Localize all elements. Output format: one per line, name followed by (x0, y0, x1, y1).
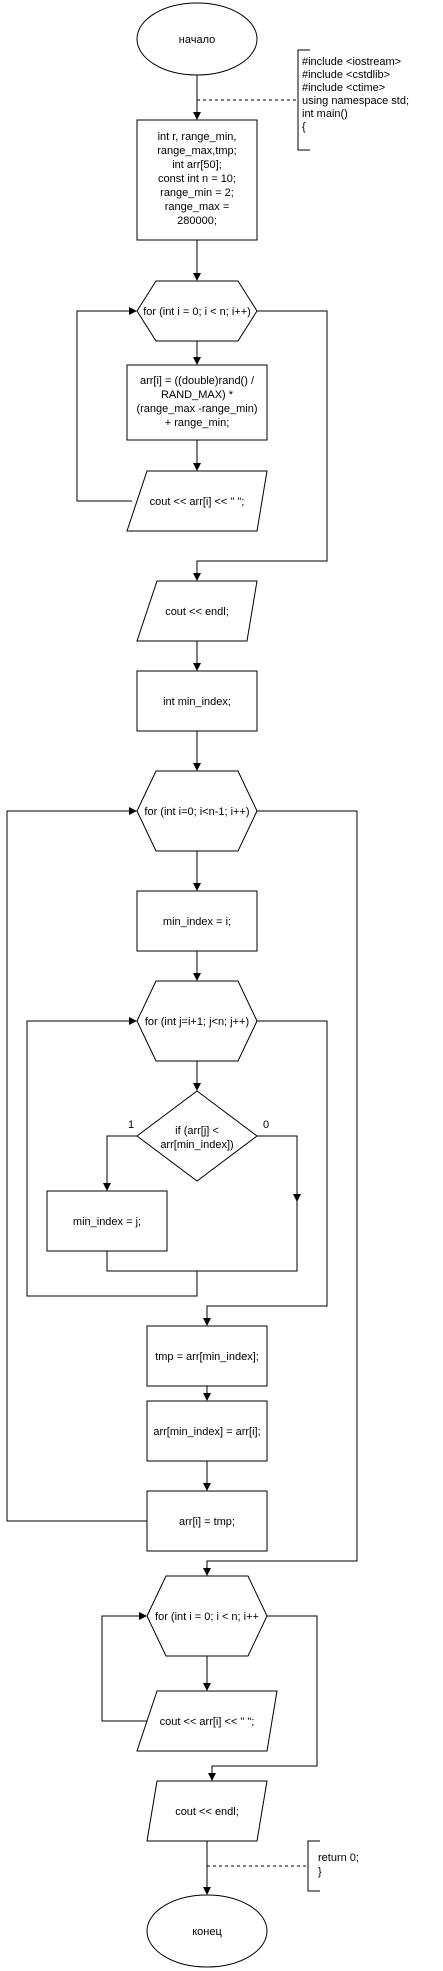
edge-cond-no (257, 1135, 301, 1202)
header-line-1: #include <iostream> (302, 56, 401, 68)
swap3-process: arr[i] = tmp; (146, 1490, 268, 1552)
edge-cond-yes (103, 1135, 137, 1191)
loop4-hexagon: for (int i = 0; i < n; i++ (146, 1575, 268, 1657)
header-annotation: #include <iostream> #include <cstdlib> #… (297, 49, 409, 151)
loop3-hexagon: for (int j=i+1; j<n; j++) (136, 980, 258, 1062)
header-line-3: #include <ctime> (302, 82, 385, 94)
edge-loop1-exit (193, 310, 328, 581)
header-line-2: #include <cstdlib> (302, 69, 390, 81)
edge-loop2-back (6, 807, 147, 1522)
edge-loop2-exit (203, 810, 358, 1576)
swap1-process: tmp = arr[min_index]; (146, 1325, 268, 1387)
rand-line-1: arr[i] = ((double)rand() / (140, 375, 255, 387)
loop1-label: for (int i = 0; i < n; i++) (143, 306, 251, 318)
endl1-io: cout << endl; (136, 580, 258, 642)
edge-loop1-back (76, 307, 137, 502)
rand-line-3: (range_max -range_min) (136, 403, 257, 415)
footer-line-2: } (318, 1866, 322, 1878)
decl-line-6: range_max = (165, 201, 230, 213)
print1-io: cout << arr[i] << " "; (126, 470, 268, 532)
loop1-hexagon: for (int i = 0; i < n; i++) (136, 280, 258, 342)
min-index-decl-process: int min_index; (136, 670, 258, 732)
condition-line-2: arr[min_index]) (160, 1139, 233, 1151)
min-assign-j-label: min_index = j; (73, 1216, 141, 1228)
edge-no-merge (106, 1199, 298, 1272)
loop4-label: for (int i = 0; i < n; i++ (155, 1611, 259, 1623)
print1-label: cout << arr[i] << " "; (150, 496, 245, 508)
header-line-4: using namespace std; (302, 95, 409, 107)
min-assign-i-process: min_index = i; (136, 890, 258, 952)
rand-line-2: RAND_MAX) * (161, 389, 234, 401)
min-assign-j-process: min_index = j; (46, 1190, 168, 1252)
rand-line-4: + range_min; (165, 417, 230, 429)
header-line-6: { (302, 121, 306, 133)
declarations-process: int r, range_min, range_max,tmp; int arr… (136, 119, 258, 241)
decl-line-7: 280000; (177, 215, 217, 227)
decl-line-4: const int n = 10; (158, 173, 236, 185)
endl2-io: cout << endl; (146, 1780, 268, 1842)
decl-line-2: range_max,tmp; (157, 145, 236, 157)
print2-label: cout << arr[i] << " "; (160, 1716, 255, 1728)
footer-line-1: return 0; (318, 1852, 359, 1864)
endl1-label: cout << endl; (165, 606, 229, 618)
swap2-process: arr[min_index] = arr[i]; (146, 1400, 268, 1462)
edge-loop4-exit (208, 1615, 318, 1781)
endl2-label: cout << endl; (175, 1806, 239, 1818)
condition-decision: if (arr[j] < arr[min_index]) 1 0 (128, 1090, 269, 1182)
decl-line-1: int r, range_min, (158, 131, 237, 143)
print2-io: cout << arr[i] << " "; (136, 1690, 278, 1752)
min-assign-i-label: min_index = i; (163, 916, 231, 928)
end-label: конец (192, 1926, 222, 1938)
decl-line-3: int arr[50]; (172, 159, 222, 171)
edge-loop3-back (26, 1017, 198, 1297)
min-decl-label: int min_index; (163, 696, 231, 708)
swap3-label: arr[i] = tmp; (179, 1516, 235, 1528)
loop2-label: for (int i=0; i<n-1; i++) (144, 806, 249, 818)
swap1-label: tmp = arr[min_index]; (155, 1351, 259, 1363)
rand-assign-process: arr[i] = ((double)rand() / RAND_MAX) * (… (126, 364, 268, 441)
loop2-hexagon: for (int i=0; i<n-1; i++) (136, 770, 258, 852)
no-branch-label: 0 (263, 1119, 269, 1131)
footer-annotation: return 0; } (307, 1840, 359, 1892)
condition-line-1: if (arr[j] < (175, 1125, 219, 1137)
swap2-label: arr[min_index] = arr[i]; (153, 1426, 260, 1438)
start-label: начало (179, 34, 215, 46)
edge-loop3-exit (203, 1020, 328, 1326)
end-terminal: конец (146, 1894, 268, 1968)
edge-loop4-back (101, 1612, 147, 1722)
start-terminal: начало (136, 2, 258, 76)
loop3-label: for (int j=i+1; j<n; j++) (145, 1016, 249, 1028)
yes-branch-label: 1 (128, 1119, 134, 1131)
decl-line-5: range_min = 2; (160, 187, 234, 199)
header-line-5: int main() (302, 108, 348, 120)
